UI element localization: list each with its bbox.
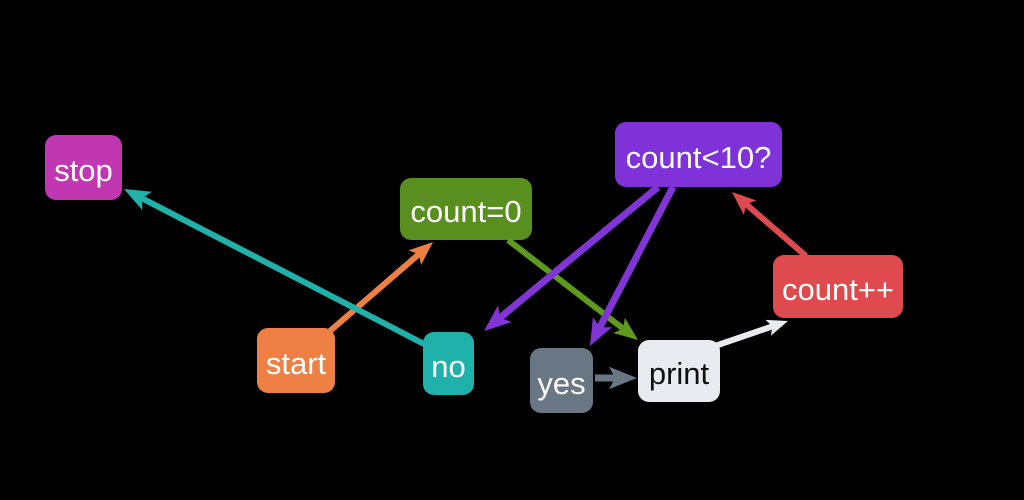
- node-label-count-init: count=0: [410, 194, 522, 229]
- node-start[interactable]: start: [257, 328, 335, 393]
- node-label-print: print: [648, 356, 710, 391]
- node-label-start: start: [265, 345, 327, 381]
- node-label-no: no: [431, 348, 466, 384]
- node-label-condition: count<10?: [625, 139, 772, 175]
- node-count-init[interactable]: count=0: [400, 178, 532, 240]
- node-count-inc[interactable]: count++: [773, 255, 903, 318]
- node-no[interactable]: no: [423, 332, 474, 395]
- node-print[interactable]: print: [638, 340, 720, 402]
- node-condition[interactable]: count<10?: [615, 122, 782, 187]
- node-label-stop: stop: [54, 152, 113, 188]
- node-stop[interactable]: stop: [45, 135, 122, 200]
- node-label-yes: yes: [537, 365, 586, 401]
- node-yes[interactable]: yes: [530, 348, 593, 413]
- node-label-count-inc: count++: [781, 271, 895, 307]
